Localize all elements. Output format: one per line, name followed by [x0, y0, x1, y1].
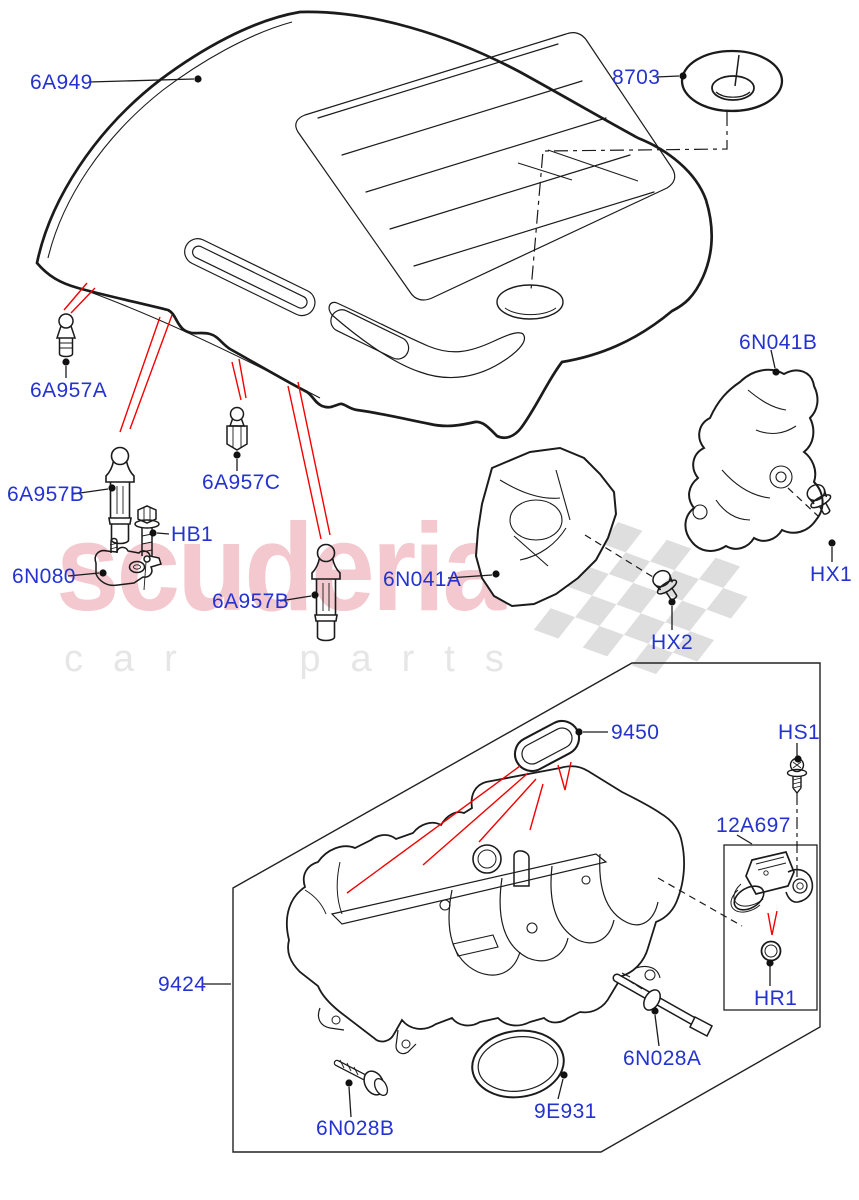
- part-label-hx2[interactable]: HX2: [651, 631, 694, 654]
- leader-dots: [62, 72, 836, 1087]
- part-label-6a949[interactable]: 6A949: [30, 71, 93, 94]
- bracket-6n080-drawing: [94, 537, 162, 587]
- watermark-tagline: car parts: [64, 638, 534, 680]
- part-label-hb1[interactable]: HB1: [171, 523, 214, 546]
- red-pointer-lines: [63, 282, 778, 936]
- part-label-6n041a[interactable]: 6N041A: [383, 568, 462, 591]
- bolt-6n028b-drawing: [333, 1059, 389, 1097]
- clip-6a957c-drawing: [226, 406, 248, 451]
- part-label-6a957b-2[interactable]: 6A957B: [212, 590, 290, 613]
- part-label-9424[interactable]: 9424: [158, 973, 207, 996]
- acoustic-cover-6n041b-drawing: [684, 368, 824, 552]
- oil-filler-cap-drawing: [680, 49, 784, 113]
- part-label-12a697[interactable]: 12A697: [716, 814, 791, 837]
- stud-pin-6a957b-drawing: [105, 446, 135, 545]
- part-label-9e931[interactable]: 9E931: [534, 1100, 597, 1123]
- part-label-9450[interactable]: 9450: [611, 721, 660, 744]
- part-label-6n080[interactable]: 6N080: [12, 565, 76, 588]
- clip-6a957a-drawing: [55, 313, 77, 358]
- part-label-hx1[interactable]: HX1: [810, 563, 853, 586]
- map-sensor-drawing: [730, 851, 814, 913]
- engine-cover-drawing: [35, 10, 714, 440]
- stud-6n028a-drawing: [612, 972, 713, 1038]
- checkered-flag-watermark: [533, 522, 748, 675]
- part-label-hs1[interactable]: HS1: [778, 721, 821, 744]
- dashed-leader-lines: [530, 112, 819, 927]
- oring-hr1-drawing: [760, 940, 782, 962]
- sensor-box-outline: [723, 844, 818, 1011]
- part-label-6a957b-1[interactable]: 6A957B: [7, 483, 85, 506]
- part-label-6n041b[interactable]: 6N041B: [739, 331, 818, 354]
- gasket-9450-drawing: [513, 719, 581, 773]
- part-label-6a957a[interactable]: 6A957A: [30, 379, 108, 402]
- part-label-8703[interactable]: 8703: [612, 66, 661, 89]
- screw-hs1-drawing: [786, 757, 808, 795]
- parts-box-outline: [232, 662, 821, 1153]
- watermark-brand: scuderia: [56, 499, 506, 637]
- part-label-hr1[interactable]: HR1: [754, 987, 798, 1010]
- part-label-6a957c[interactable]: 6A957C: [202, 471, 281, 494]
- part-label-6n028a[interactable]: 6N028A: [623, 1047, 702, 1070]
- seal-9e931-drawing: [471, 1029, 565, 1099]
- leader-lines: [65, 75, 833, 1118]
- part-label-6n028b[interactable]: 6N028B: [316, 1117, 395, 1140]
- acoustic-cover-6n041a-drawing: [474, 446, 618, 608]
- intake-manifold-drawing: [285, 765, 685, 1055]
